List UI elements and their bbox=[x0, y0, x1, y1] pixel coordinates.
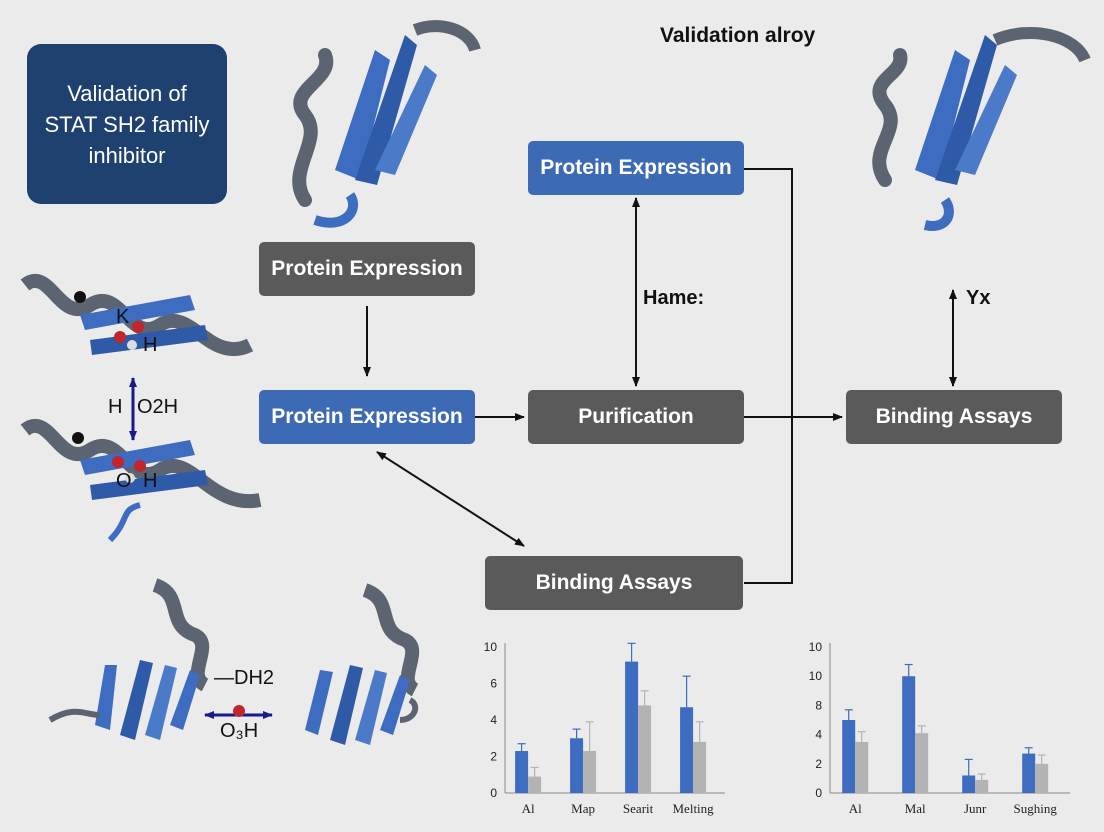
protein-structure-top-left bbox=[292, 20, 481, 228]
node-binding-assays-bottom: Binding Assays bbox=[485, 556, 743, 610]
bar bbox=[693, 741, 707, 793]
x-tick-label: Map bbox=[571, 801, 595, 816]
y-tick-label: 10 bbox=[484, 640, 498, 654]
label-hame: Hame: bbox=[643, 287, 705, 309]
protein-complex-lower bbox=[20, 418, 262, 543]
bracket-line bbox=[744, 168, 793, 584]
node-binding-assays-right: Binding Assays bbox=[846, 390, 1062, 444]
node-protein-expression-top-left: Protein Expression bbox=[259, 242, 475, 296]
x-tick-label: Al bbox=[522, 801, 535, 816]
title-line-3: inhibitor bbox=[88, 142, 166, 168]
chem-label-h-upper: H bbox=[143, 334, 158, 356]
bar bbox=[680, 707, 694, 793]
chem-label-dh2: —DH2 bbox=[214, 667, 275, 689]
bar bbox=[902, 676, 916, 793]
y-tick-label: 8 bbox=[815, 698, 822, 712]
node-purification: Purification bbox=[528, 390, 744, 444]
protein-structure-top-right bbox=[872, 27, 1091, 231]
y-tick-label: 2 bbox=[815, 757, 822, 771]
chem-label-h-mid: H bbox=[108, 396, 123, 418]
y-tick-label: 6 bbox=[490, 677, 497, 691]
x-tick-label: Al bbox=[849, 801, 862, 816]
bar bbox=[583, 751, 597, 793]
y-tick-label: 4 bbox=[490, 713, 497, 727]
bar bbox=[842, 720, 856, 793]
y-tick-label: 2 bbox=[490, 750, 497, 764]
protein-complex-upper bbox=[20, 273, 254, 357]
bar bbox=[915, 733, 929, 793]
bar bbox=[625, 661, 639, 793]
x-tick-label: Junr bbox=[964, 801, 987, 816]
x-tick-label: Melting bbox=[673, 801, 715, 816]
chem-label-h-lower: H bbox=[143, 470, 158, 492]
title-box: Validation of STAT SH2 family inhibitor bbox=[27, 44, 227, 204]
y-tick-label: 4 bbox=[815, 728, 822, 742]
bar bbox=[962, 775, 976, 793]
label-yx: Yx bbox=[966, 287, 991, 309]
chem-label-o2h: O2H bbox=[137, 396, 179, 418]
bar bbox=[638, 705, 652, 793]
node-protein-expression-mid-left: Protein Expression bbox=[259, 390, 475, 444]
y-tick-label: 0 bbox=[815, 786, 822, 800]
bar bbox=[515, 751, 529, 793]
x-tick-label: Sughing bbox=[1014, 801, 1058, 816]
bar bbox=[975, 779, 989, 793]
bar bbox=[855, 741, 869, 793]
arrow-diagonal bbox=[376, 451, 525, 547]
title-line-1: Validation of bbox=[67, 80, 187, 106]
title-line-2: STAT SH2 family bbox=[44, 111, 210, 137]
bar bbox=[570, 738, 584, 793]
page-title: Validation alroy bbox=[660, 24, 816, 47]
y-tick-label: 10 bbox=[809, 669, 823, 683]
chem-label-o: O bbox=[116, 470, 132, 492]
bar bbox=[528, 776, 542, 793]
bottom-atom bbox=[233, 705, 245, 717]
y-tick-label: 10 bbox=[809, 640, 823, 654]
x-tick-label: Searit bbox=[623, 801, 654, 816]
bar bbox=[1035, 763, 1049, 793]
chem-label-k: K bbox=[116, 306, 130, 328]
bar bbox=[1022, 753, 1036, 793]
chem-label-o3h: O₃H bbox=[220, 720, 259, 742]
protein-structure-bottom-right bbox=[305, 583, 420, 745]
node-protein-expression-top-center: Protein Expression bbox=[528, 141, 744, 195]
y-tick-label: 0 bbox=[490, 786, 497, 800]
x-tick-label: Mal bbox=[905, 801, 926, 816]
protein-structure-bottom-left bbox=[48, 578, 210, 740]
